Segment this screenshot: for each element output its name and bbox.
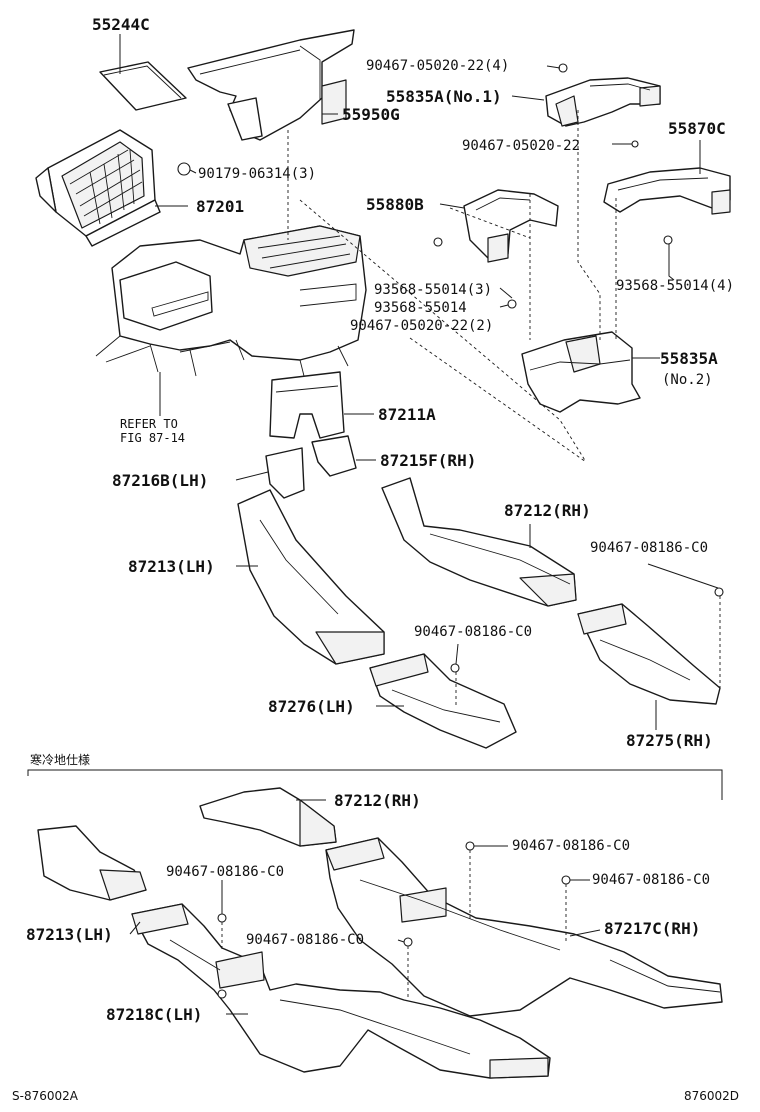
screw-87275	[714, 587, 724, 597]
label-87211a: 87211A	[378, 405, 436, 424]
label-87212-rh: 87212(RH)	[504, 501, 591, 520]
air-inlet-87201	[35, 129, 161, 247]
label-refer-to: REFER TO	[120, 417, 178, 431]
footer-left-code: S-876002A	[12, 1089, 79, 1103]
duct-87275	[577, 603, 721, 705]
label-87217c-rh: 87217C(RH)	[604, 919, 700, 938]
label-55835a-no1: 55835A(No.1)	[386, 87, 502, 106]
duct-55880b	[463, 189, 559, 263]
nut-90179	[177, 162, 191, 176]
label-90467-08186-c0-c: 90467-08186-C0	[512, 838, 630, 854]
label-fig-ref: FIG 87-14	[120, 431, 185, 445]
bolt-93568-55014	[507, 299, 517, 309]
duct-87217c	[325, 837, 723, 1017]
duct-87215f	[311, 435, 357, 477]
leaders-lower	[129, 799, 601, 1015]
duct-87213-lower	[37, 825, 147, 901]
leaders-upper	[119, 34, 719, 730]
labels: 55244C 90467-05020-22(4) 55835A(No.1) 55…	[12, 15, 739, 1103]
label-87213-lh-lower: 87213(LH)	[26, 925, 113, 944]
label-cold-spec: 寒冷地仕様	[30, 752, 90, 767]
duct-87213-upper	[237, 489, 385, 665]
label-55835a-no2: 55835A	[660, 349, 718, 368]
label-87212-rh-lower: 87212(RH)	[334, 791, 421, 810]
duct-87276	[369, 653, 517, 749]
screw-55880b	[433, 237, 443, 247]
duct-55950g	[187, 29, 355, 141]
label-55835a-no2-sub: (No.2)	[662, 372, 713, 388]
label-93568-55014-4: 93568-55014(4)	[616, 278, 734, 294]
screw-lower-b	[561, 875, 571, 885]
duct-55835a-no1	[545, 77, 661, 127]
label-93568-55014-3: 93568-55014(3)	[374, 282, 492, 298]
clip-lower-e	[217, 989, 227, 999]
label-87276-lh: 87276(LH)	[268, 697, 355, 716]
label-90467-05020-22-2: 90467-05020-22(2)	[350, 318, 493, 334]
screw-87276	[450, 663, 460, 673]
cold-spec-bracket	[27, 769, 723, 800]
bolt-top-55835a	[558, 63, 568, 73]
label-87218c-lh: 87218C(LH)	[106, 1005, 202, 1024]
bolt-55835a-side	[631, 140, 639, 148]
label-90179-06314-3: 90179-06314(3)	[198, 166, 316, 182]
footer-right-code: 876002D	[684, 1089, 739, 1103]
assembly-lines-upper	[287, 110, 721, 706]
label-90467-08186-c0-a: 90467-08186-C0	[590, 540, 708, 556]
label-87216b-lh: 87216B(LH)	[112, 471, 208, 490]
duct-87212-lower	[199, 787, 337, 847]
screw-55870c	[663, 235, 673, 245]
assembly-lines-lower	[221, 850, 567, 1000]
duct-87212-upper	[381, 477, 577, 607]
label-90467-05020-22-4: 90467-05020-22(4)	[366, 58, 509, 74]
label-90467-08186-c0-f: 90467-08186-C0	[246, 932, 364, 948]
label-87213-lh: 87213(LH)	[128, 557, 215, 576]
label-55880b: 55880B	[366, 195, 424, 214]
label-87275-rh: 87275(RH)	[626, 731, 713, 750]
duct-87218c	[131, 903, 551, 1079]
label-90467-05020-22: 90467-05020-22	[462, 138, 580, 154]
screw-lower-a	[465, 841, 475, 851]
label-55870c: 55870C	[668, 119, 726, 138]
filter-55244c	[99, 61, 187, 111]
hvac-unit	[95, 225, 367, 377]
label-55950g: 55950G	[342, 105, 400, 124]
label-55244c: 55244C	[92, 15, 150, 34]
duct-55870c	[603, 167, 731, 215]
duct-87211a	[269, 371, 345, 439]
duct-87216b	[265, 447, 305, 499]
duct-55835a-no2	[521, 331, 641, 413]
label-90467-08186-c0-e: 90467-08186-C0	[592, 872, 710, 888]
label-90467-08186-c0-b: 90467-08186-C0	[414, 624, 532, 640]
screw-lower-d	[403, 937, 413, 947]
label-90467-08186-c0-d: 90467-08186-C0	[166, 864, 284, 880]
label-87215f-rh: 87215F(RH)	[380, 451, 476, 470]
screw-lower-c	[217, 913, 227, 923]
label-93568-55014: 93568-55014	[374, 300, 467, 316]
label-87201: 87201	[196, 197, 244, 216]
